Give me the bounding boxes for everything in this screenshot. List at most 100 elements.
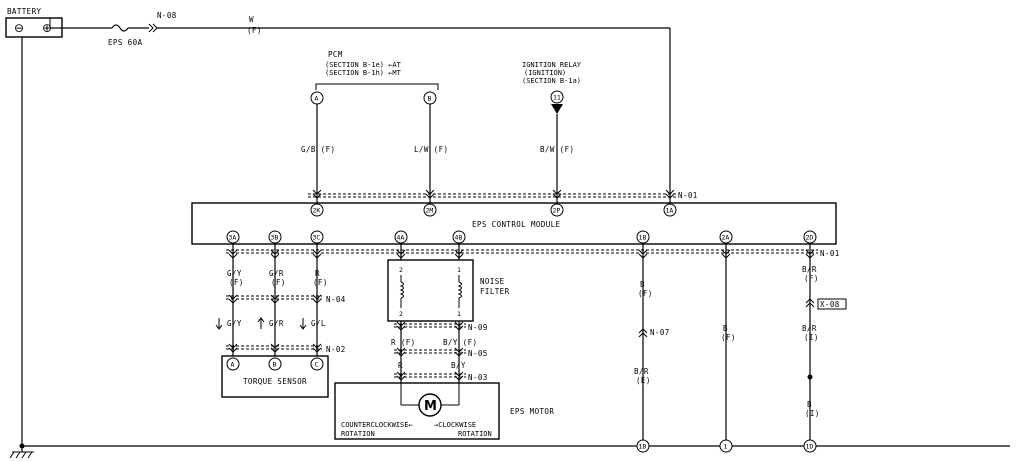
connector-x08-box xyxy=(817,298,847,310)
connector-n01-top-label: N-01 xyxy=(678,191,698,200)
wire-gy-bottom: G/Y xyxy=(227,319,242,328)
wire-w-label: W xyxy=(249,15,254,24)
counterclockwise-label: COUNTERCLOCKWISE← xyxy=(341,421,413,429)
module-pin-2m xyxy=(423,203,437,217)
svg-text:B: B xyxy=(273,361,277,369)
wire-r: R xyxy=(398,361,403,370)
wire-by-f: B/Y (F) xyxy=(443,338,477,347)
svg-text:FILTER: FILTER xyxy=(480,287,510,296)
inductor-icon xyxy=(399,281,404,299)
svg-text:(F): (F) xyxy=(804,274,819,283)
wire-br-e: B/R xyxy=(634,367,649,376)
svg-text:(I): (I) xyxy=(805,409,820,418)
svg-text:1: 1 xyxy=(457,310,461,318)
svg-text:1B: 1B xyxy=(639,234,647,242)
svg-text:2P: 2P xyxy=(553,207,561,215)
connector-n03-label: N-03 xyxy=(468,373,488,382)
ground-pin-1d xyxy=(803,439,817,453)
wire-br-i: B/R xyxy=(802,324,817,333)
svg-text:1: 1 xyxy=(724,443,728,451)
svg-text:(F): (F) xyxy=(271,278,286,287)
svg-text:3A: 3A xyxy=(229,234,237,242)
wire-r-top: R xyxy=(315,269,320,278)
torque-pin-a xyxy=(226,357,240,371)
svg-text:(F): (F) xyxy=(721,333,736,342)
svg-text:2M: 2M xyxy=(426,207,434,215)
pcm-bracket xyxy=(315,83,439,90)
ignition-relay-sub: (IGNITION) xyxy=(524,69,566,77)
svg-text:3B: 3B xyxy=(271,234,279,242)
svg-text:B: B xyxy=(428,95,432,103)
ignition-pin-11 xyxy=(550,90,564,104)
ground-pin-1b xyxy=(636,439,650,453)
battery-minus: ⊖ xyxy=(14,21,24,35)
connector-n08-label: N-08 xyxy=(157,11,177,20)
fuse-label: EPS 60A xyxy=(108,38,142,47)
ground-icon xyxy=(9,451,34,459)
battery-plus: ⊕ xyxy=(42,21,52,35)
module-pin-2k xyxy=(310,203,324,217)
svg-text:A: A xyxy=(315,95,319,103)
module-pin-1a xyxy=(663,203,677,217)
connector-n09-label: N-09 xyxy=(468,323,488,332)
clockwise-rotation-label: ROTATION xyxy=(458,430,492,438)
noise-filter-title: NOISE xyxy=(480,277,505,286)
arrow-up-icon xyxy=(257,317,265,329)
motor-symbol: M xyxy=(424,399,437,414)
connector-n02-label: N-02 xyxy=(326,345,346,354)
connector-n04-label: N-04 xyxy=(326,295,346,304)
battery-label: BATTERY xyxy=(7,7,41,16)
wire-b-1b: B xyxy=(640,280,645,289)
connector-n01-bottom-label: N-01 xyxy=(820,249,840,258)
svg-text:2: 2 xyxy=(399,266,403,274)
svg-text:2: 2 xyxy=(399,310,403,318)
svg-text:(F): (F) xyxy=(638,289,653,298)
svg-text:11: 11 xyxy=(553,94,561,102)
connector-n08 xyxy=(148,23,158,33)
svg-text:(E): (E) xyxy=(636,376,651,385)
svg-text:1D: 1D xyxy=(806,443,814,451)
torque-pin-b xyxy=(268,357,282,371)
connector-x08 xyxy=(805,298,815,308)
torque-pin-c xyxy=(310,357,324,371)
svg-text:2D: 2D xyxy=(806,234,814,242)
pcm-title: PCM xyxy=(328,50,343,59)
motor-icon xyxy=(418,393,442,417)
wire-by: B/Y xyxy=(451,361,466,370)
svg-text:C: C xyxy=(315,361,319,369)
pcm-section-mt: (SECTION B-1h) ←MT xyxy=(325,69,402,77)
wire-gy-top: G/Y xyxy=(227,269,242,278)
inductor-icon xyxy=(457,281,462,299)
svg-text:(I): (I) xyxy=(804,333,819,342)
arrow-down-icon xyxy=(299,318,307,330)
pcm-section-at: (SECTION B-1e) ←AT xyxy=(325,61,402,69)
torque-sensor-title: TORQUE SENSOR xyxy=(243,377,307,386)
svg-text:2A: 2A xyxy=(722,234,730,242)
wire-gr-top: G/R xyxy=(269,269,284,278)
eps-motor-title: EPS MOTOR xyxy=(510,407,554,416)
svg-text:3C: 3C xyxy=(313,234,321,242)
svg-text:1B: 1B xyxy=(639,443,647,451)
wire-gb-label: G/B (F) xyxy=(301,145,335,154)
eps-control-module-title: EPS CONTROL MODULE xyxy=(472,220,561,229)
connector-n07 xyxy=(638,328,648,338)
ground-pin-1 xyxy=(719,439,733,453)
svg-text:(F): (F) xyxy=(313,278,328,287)
wire-b-2a: B xyxy=(723,324,728,333)
module-pin-2p xyxy=(550,203,564,217)
arrow-down-icon xyxy=(215,318,223,330)
svg-text:4B: 4B xyxy=(455,234,463,242)
connector-n05-label: N-05 xyxy=(468,349,488,358)
wire-r-f: R (F) xyxy=(391,338,416,347)
wire-lw-label: L/W (F) xyxy=(414,145,448,154)
splice-point xyxy=(807,374,813,380)
wire-b-i: B xyxy=(807,400,812,409)
eps-motor xyxy=(334,382,500,440)
wire-w-f-label: (F) xyxy=(247,26,262,35)
wire-gl-bottom: G/L xyxy=(311,319,326,328)
wire-gr-bottom: G/R xyxy=(269,319,284,328)
wire-br-2d: B/R xyxy=(802,265,817,274)
clockwise-label: →CLOCKWISE xyxy=(434,421,476,429)
svg-text:1: 1 xyxy=(457,266,461,274)
